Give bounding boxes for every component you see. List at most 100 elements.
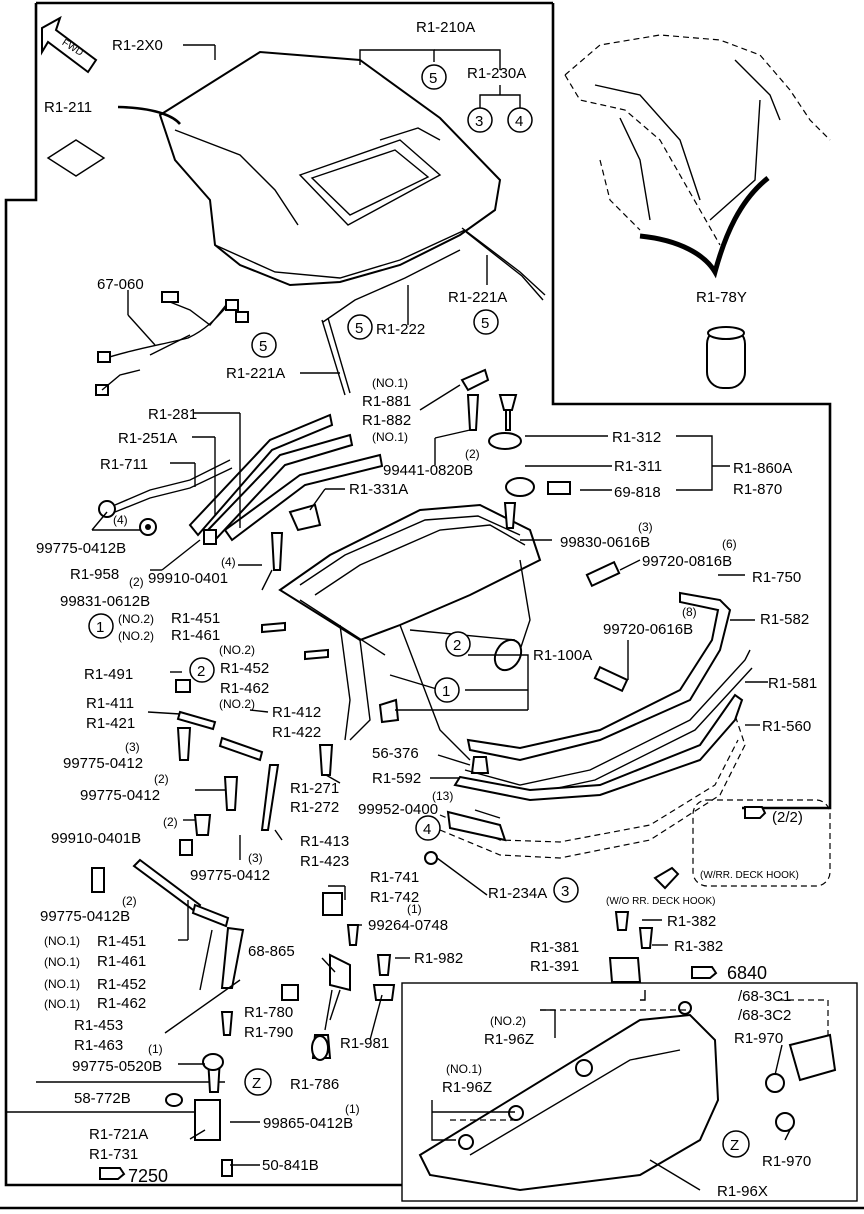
deck-lid-strip <box>418 1001 720 1192</box>
deck-hook-bracket <box>765 1033 837 1132</box>
label-50-841b: 50-841B <box>262 1157 319 1174</box>
label-r1-958: R1-958 <box>70 566 119 583</box>
label-no1-g: (NO.1) <box>446 1062 482 1076</box>
label-no1-a: (NO.1) <box>372 376 408 390</box>
label-r1-462-b: R1-462 <box>97 995 146 1012</box>
label-r1-453: R1-453 <box>74 1017 123 1034</box>
label-r1-96x: R1-96X <box>717 1183 768 1200</box>
label-r1-451: R1-451 <box>171 610 220 627</box>
label-r1-311: R1-311 <box>614 458 662 475</box>
soft-top-cover <box>158 50 502 287</box>
label-r1-391: R1-391 <box>530 958 579 975</box>
side-rails <box>114 413 384 542</box>
callout-z-a: Z <box>244 1068 272 1096</box>
label-r1-742: R1-742 <box>370 889 419 906</box>
callout-5-c: 5 <box>473 309 499 335</box>
svg-text:2: 2 <box>453 637 461 654</box>
svg-text:Z: Z <box>730 1137 739 1154</box>
label-99775-0412b-b: 99775-0412B <box>40 908 130 925</box>
label-r1-421: R1-421 <box>86 715 135 732</box>
callout-4-b: 4 <box>415 815 441 841</box>
label-r1-970-a: R1-970 <box>734 1030 783 1047</box>
r1-221a-left-strip <box>321 319 346 396</box>
label-58-772b: 58-772B <box>74 1090 131 1107</box>
label-r1-882: R1-882 <box>362 412 411 429</box>
label-r1-100a: R1-100A <box>533 647 592 664</box>
label-r1-970-b: R1-970 <box>762 1153 811 1170</box>
label-r1-230a: R1-230A <box>467 65 526 82</box>
label-r1-452-b: R1-452 <box>97 976 146 993</box>
label-r1-581: R1-581 <box>768 675 817 692</box>
callout-1-b: 1 <box>434 677 460 703</box>
car-sketch-bold-curve <box>639 176 770 279</box>
label-qty-2-a: (2) <box>465 447 480 461</box>
label-r1-461: R1-461 <box>171 627 220 644</box>
label-no1-e: (NO.1) <box>44 977 80 991</box>
label-no1-b: (NO.1) <box>372 430 408 444</box>
r1-211-leader <box>117 105 181 125</box>
label-no2-d: (NO.2) <box>219 697 255 711</box>
harness-67-060 <box>95 291 249 396</box>
label-56-376: 56-376 <box>372 745 419 762</box>
label-qty-8: (8) <box>682 605 697 619</box>
svg-text:2: 2 <box>197 663 205 680</box>
label-r1-461-b: R1-461 <box>97 953 146 970</box>
label-r1-78y: R1-78Y <box>696 289 747 306</box>
label-r1-381: R1-381 <box>530 939 579 956</box>
label-ref-68-3c1: /68-3C1 <box>738 988 791 1005</box>
label-qty-6: (6) <box>722 537 737 551</box>
label-99264: 99264-0748 <box>368 917 448 934</box>
label-r1-790: R1-790 <box>244 1024 293 1041</box>
label-68-865: 68-865 <box>248 943 295 960</box>
label-r1-96z-b: R1-96Z <box>442 1079 492 1096</box>
label-qty-2-b: (2) <box>129 575 144 589</box>
label-r1-463: R1-463 <box>74 1037 123 1054</box>
label-r1-981: R1-981 <box>340 1035 389 1052</box>
label-ref-7250: 7250 <box>128 1166 168 1186</box>
direction-arrow-icon <box>653 866 680 890</box>
label-99910-0401: 99910-0401 <box>148 570 228 587</box>
label-99720-0816b: 99720-0816B <box>642 553 732 570</box>
label-99775-0412b-a: 99775-0412B <box>36 540 126 557</box>
label-qty-4-b: (4) <box>221 555 236 569</box>
label-99865: 99865-0412B <box>263 1115 353 1132</box>
pointing-hand-icon <box>99 806 767 1180</box>
label-r1-741: R1-741 <box>370 869 419 886</box>
label-no2-b: (NO.2) <box>118 629 154 643</box>
label-qty-4-a: (4) <box>113 513 128 527</box>
deck-hook-inset <box>692 799 831 887</box>
fwd-arrow-icon <box>41 15 98 74</box>
label-r1-592: R1-592 <box>372 770 421 787</box>
label-r1-413: R1-413 <box>300 833 349 850</box>
label-r1-221a-left: R1-221A <box>226 365 285 382</box>
label-99910-0401b: 99910-0401B <box>51 830 141 847</box>
label-qty-13: (13) <box>432 789 453 803</box>
label-r1-582: R1-582 <box>760 611 809 628</box>
label-r1-491: R1-491 <box>84 666 133 683</box>
label-r1-331a: R1-331A <box>349 481 408 498</box>
svg-text:5: 5 <box>481 315 489 332</box>
label-r1-731: R1-731 <box>89 1146 138 1163</box>
callout-4-a: 4 <box>507 107 533 133</box>
callout-z-b: Z <box>722 1130 750 1158</box>
label-99720-0616b: 99720-0616B <box>603 621 693 638</box>
label-r1-412: R1-412 <box>272 704 321 721</box>
label-r1-210a: R1-210A <box>416 19 475 36</box>
label-r1-382-b: R1-382 <box>674 938 723 955</box>
svg-text:5: 5 <box>259 338 267 355</box>
lower-seals <box>91 621 654 1177</box>
label-99775-0412-b: 99775-0412 <box>80 787 160 804</box>
callout-2-b: 2 <box>189 657 215 683</box>
rear-rails <box>439 591 753 859</box>
callout-3-a: 3 <box>467 107 493 133</box>
r1-211-diamond <box>46 139 106 177</box>
label-r1-451-b: R1-451 <box>97 933 146 950</box>
label-99831: 99831-0612B <box>60 593 150 610</box>
svg-text:1: 1 <box>96 619 104 636</box>
label-r1-382-a: R1-382 <box>667 913 716 930</box>
label-qty-1-c: (1) <box>345 1102 360 1116</box>
label-qty-2-d: (2) <box>163 815 178 829</box>
label-r1-870: R1-870 <box>733 481 782 498</box>
